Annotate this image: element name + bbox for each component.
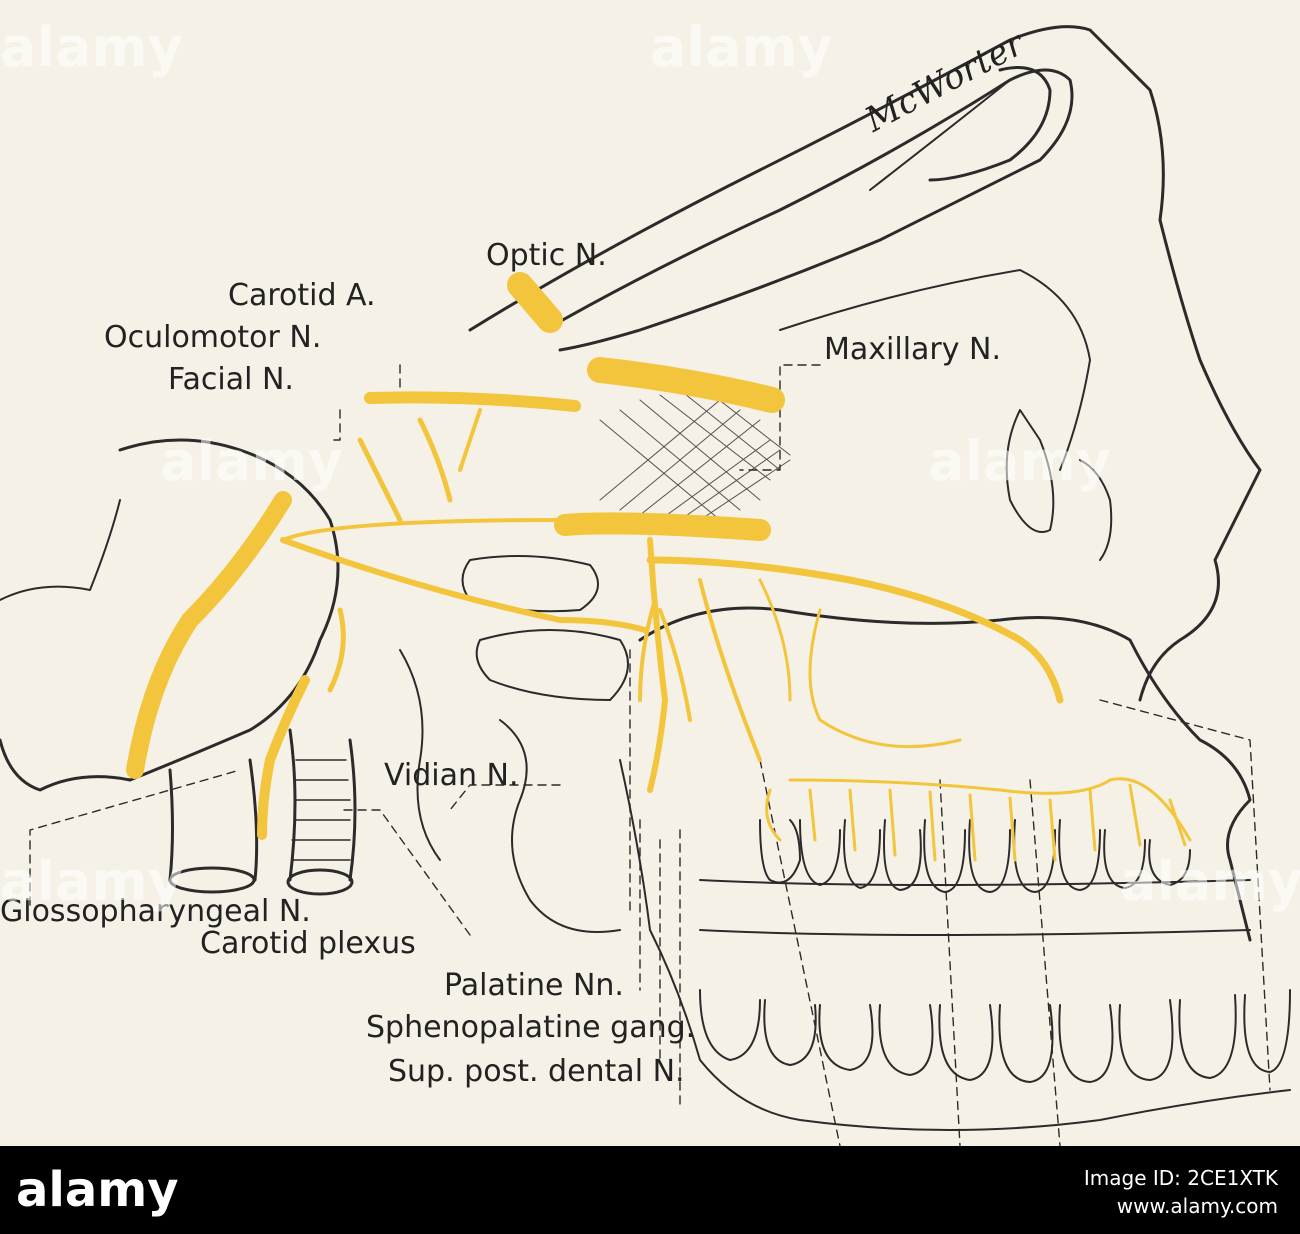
vidian-nerve <box>280 537 648 633</box>
site-url[interactable]: www.alamy.com <box>1116 1194 1278 1218</box>
sphenopalatine-ganglion <box>554 512 771 541</box>
anatomy-illustration <box>0 25 1291 1146</box>
glossopharyngeal-nerve <box>257 675 310 840</box>
label-oculomotor-n: Oculomotor N. <box>104 320 322 355</box>
image-id: Image ID: 2CE1XTK <box>1083 1166 1278 1190</box>
illustration-stage: McWorter Optic N. Carotid A. Oculomotor … <box>0 17 1300 1146</box>
footer-bar: alamy Image ID: 2CE1XTK www.alamy.com <box>0 1146 1300 1234</box>
maxillary-nerve <box>587 357 785 413</box>
facial-nerve <box>126 491 292 779</box>
optic-nerve <box>507 272 563 333</box>
carotid-artery-tube <box>288 728 357 882</box>
label-palatine-nn: Palatine Nn. <box>444 968 624 1003</box>
label-sup-post-dental-n: Sup. post. dental N. <box>388 1054 685 1089</box>
superior-posterior-dental-nerve <box>646 556 1064 704</box>
nasal-bone-outline <box>468 25 1262 702</box>
alamy-logo: alamy <box>16 1162 179 1218</box>
label-optic-n: Optic N. <box>486 238 607 273</box>
label-carotid-plexus: Carotid plexus <box>200 926 416 961</box>
label-carotid-a: Carotid A. <box>228 278 376 313</box>
label-facial-n: Facial N. <box>168 362 294 397</box>
upper-teeth <box>759 819 1191 893</box>
lower-teeth <box>699 989 1291 1083</box>
oculomotor-nerve <box>364 391 581 412</box>
label-vidian-n: Vidian N. <box>384 758 519 793</box>
label-sphenopalatine-gang: Sphenopalatine gang. <box>366 1010 696 1045</box>
label-maxillary-n: Maxillary N. <box>824 332 1002 367</box>
label-glossopharyngeal-n: Glossopharyngeal N. <box>0 894 311 929</box>
palatine-nerves <box>647 537 668 793</box>
